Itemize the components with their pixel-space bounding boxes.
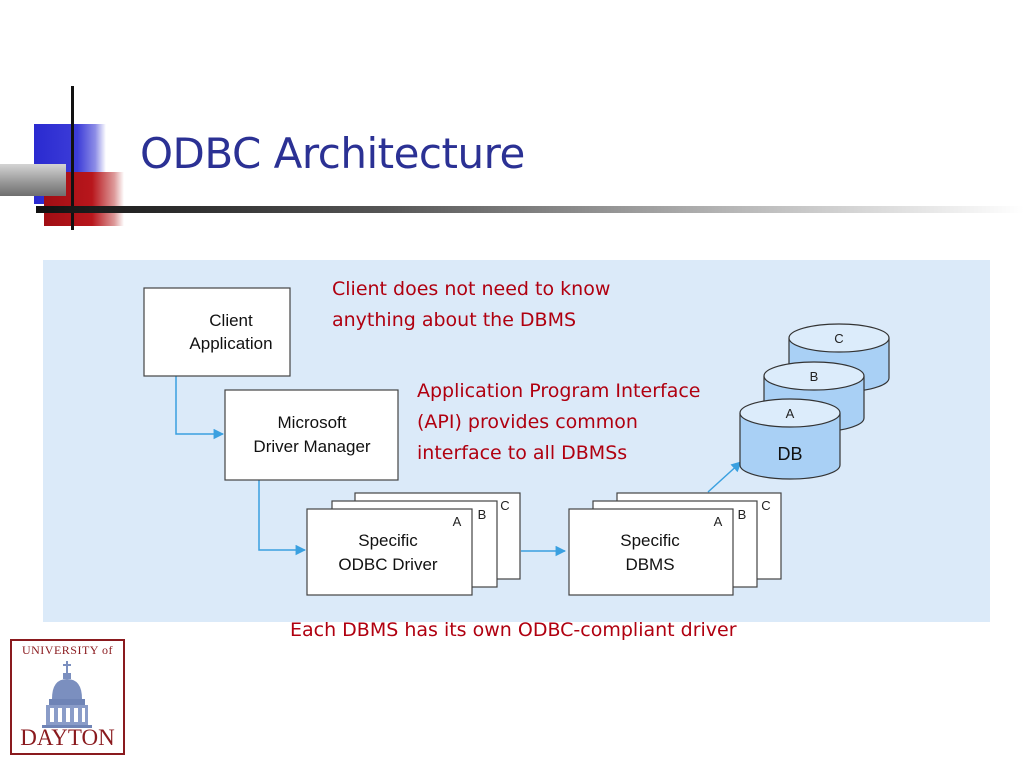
architecture-diagram: Client Application Microsoft Driver Mana…	[143, 287, 890, 596]
chapel-dome-icon	[42, 661, 92, 728]
client-label-line-2: Application	[189, 334, 272, 353]
dbms-stack: C B A Specific DBMS	[568, 492, 782, 596]
dbms-tab-c: C	[761, 498, 770, 513]
driver-tab-c: C	[500, 498, 509, 513]
title-underline	[36, 206, 1024, 213]
dbms-label-line-2: DBMS	[625, 555, 674, 574]
manager-label-line-1: Microsoft	[278, 413, 347, 432]
client-label-line-1: Client	[209, 311, 253, 330]
driver-tab-b: B	[478, 507, 487, 522]
db-b-label: B	[810, 369, 819, 384]
driver-label-line-2: ODBC Driver	[338, 555, 438, 574]
page-title: ODBC Architecture	[140, 129, 525, 178]
client-application-box: Client Application	[143, 287, 291, 377]
db-a-label: A	[786, 406, 795, 421]
db-c-label: C	[834, 331, 843, 346]
client-note: Client does not need to know anything ab…	[332, 278, 611, 331]
university-logo: UNIVERSITY of DAYTON	[10, 639, 125, 755]
odbc-driver-stack: C B A Specific ODBC Driver	[306, 492, 521, 596]
dbms-tab-b: B	[738, 507, 747, 522]
driver-label-line-1: Specific	[358, 531, 418, 550]
logo-bottom-text: DAYTON	[20, 725, 115, 750]
dbms-label-line-1: Specific	[620, 531, 680, 550]
title-ornament-gray	[0, 164, 66, 196]
diagram-panel: Client Application Microsoft Driver Mana…	[43, 260, 990, 622]
arrow-client-to-manager	[175, 376, 225, 440]
diagram-caption: Each DBMS has its own ODBC-compliant dri…	[290, 619, 737, 641]
driver-manager-box: Microsoft Driver Manager	[224, 389, 399, 481]
dbms-tab-a: A	[714, 514, 723, 529]
database-cylinder-a: A DB	[739, 398, 841, 480]
api-note: Application Program Interface (API) prov…	[417, 380, 701, 464]
driver-tab-a: A	[453, 514, 462, 529]
arrow-manager-to-driver	[258, 480, 307, 556]
manager-label-line-2: Driver Manager	[253, 437, 370, 456]
db-name-label: DB	[777, 444, 802, 464]
title-ornament-vertical-line	[71, 86, 74, 230]
logo-top-text: UNIVERSITY of	[21, 643, 114, 657]
arrow-dbms-to-db	[707, 461, 742, 493]
